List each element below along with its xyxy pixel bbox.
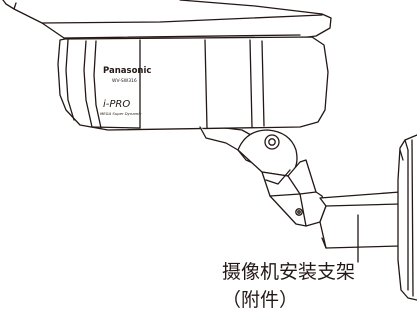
swivel-joint: [237, 129, 298, 177]
wall-plate: [397, 134, 417, 301]
series-logo: i-PRO: [103, 99, 130, 110]
camera-branding: Panasonic WV-SW316 i-PRO MEGA Super Dyna…: [100, 66, 151, 116]
bracket-sublabel: （附件）: [222, 289, 299, 311]
model-number: WV-SW316: [112, 78, 137, 84]
bracket-label: 摄像机安装支架: [222, 261, 356, 283]
mounting-bracket: [319, 191, 401, 263]
joint-screw-icon: [264, 134, 280, 150]
camera-body: [57, 36, 329, 131]
sun-shade: [2, 0, 332, 42]
brand-logo: Panasonic: [103, 66, 151, 76]
bracket-screw-icon: [295, 208, 303, 216]
series-caption: MEGA Super Dynamic: [100, 111, 142, 116]
